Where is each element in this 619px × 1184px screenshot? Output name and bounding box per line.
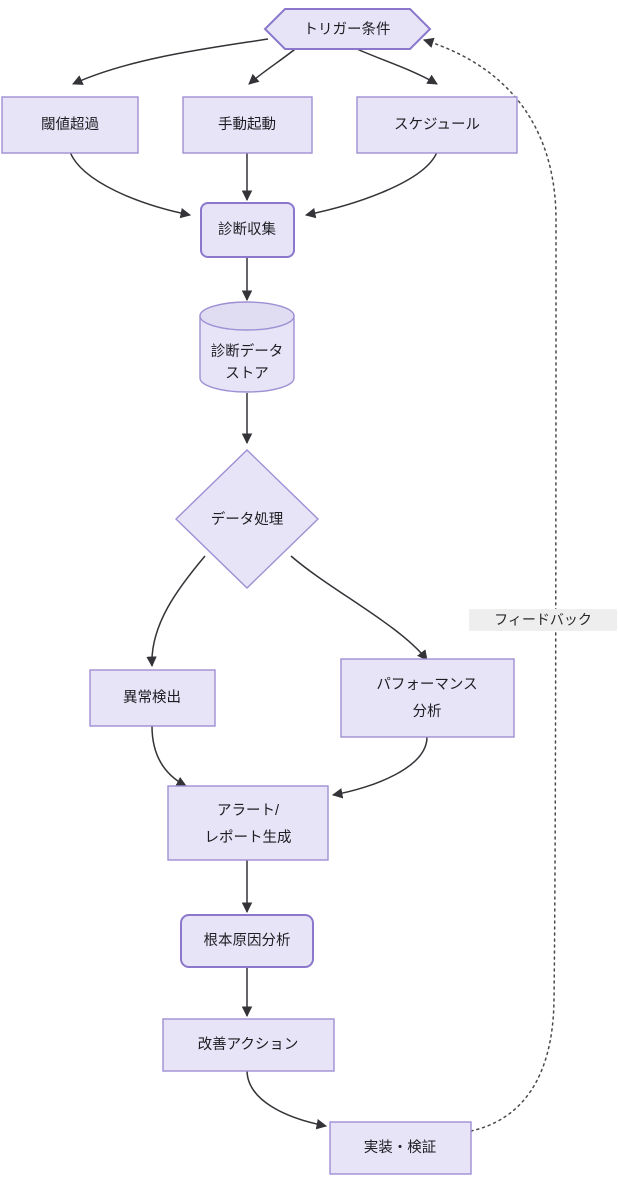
edge-action-verify	[246, 1069, 328, 1130]
node-collect-label: 診断収集	[218, 221, 276, 238]
node-store-top	[199, 301, 295, 331]
node-schedule-shape	[356, 96, 518, 154]
node-threshold[interactable]: 閾値超過	[1, 96, 139, 154]
edge-process-performance	[290, 555, 428, 661]
node-alert-shape	[167, 785, 329, 861]
node-performance[interactable]: パフォーマンス 分析	[340, 658, 515, 738]
edge-process-anomaly	[146, 555, 206, 668]
node-manual[interactable]: 手動起動	[182, 96, 313, 154]
node-anomaly-label: 異常検出	[123, 689, 181, 706]
edge-label-feedback-bg	[469, 609, 617, 631]
edge-trigger-schedule	[347, 44, 438, 85]
node-performance-label-line1: パフォーマンス	[376, 676, 477, 693]
node-trigger[interactable]: トリガー条件	[263, 8, 432, 50]
node-verify[interactable]: 実装・検証	[329, 1121, 472, 1175]
node-trigger-shape	[263, 8, 432, 50]
node-store-label-line2: ストア	[225, 366, 269, 382]
node-store[interactable]: 診断データ ストア	[199, 301, 295, 393]
node-process-label: データ処理	[211, 510, 284, 528]
node-performance-label-line2: 分析	[413, 703, 442, 720]
node-alert-label-line1: アラート/	[217, 803, 280, 819]
edge-verify-trigger-feedback	[422, 37, 557, 1132]
node-threshold-shape	[1, 96, 139, 154]
edge-anomaly-alert	[151, 725, 187, 787]
node-store-label-line1: 診断データ	[211, 342, 284, 360]
node-action-label: 改善アクション	[198, 1036, 299, 1053]
node-anomaly[interactable]: 異常検出	[89, 669, 216, 727]
node-process[interactable]: データ処理	[174, 449, 320, 589]
edge-layer: フィードバック	[69, 37, 617, 1132]
edge-threshold-collect	[69, 151, 192, 219]
node-rootcause-shape	[180, 914, 314, 968]
edge-label-feedback: フィードバック	[469, 609, 617, 631]
node-manual-label: 手動起動	[218, 116, 276, 133]
node-performance-shape	[340, 658, 515, 738]
node-manual-shape	[182, 96, 313, 154]
node-action[interactable]: 改善アクション	[162, 1018, 335, 1072]
node-action-shape	[162, 1018, 335, 1072]
node-collect-shape	[200, 202, 295, 258]
edge-schedule-collect	[304, 151, 438, 219]
node-alert-label-line2: レポート生成	[205, 829, 292, 846]
edge-performance-alert	[331, 736, 428, 799]
edge-trigger-manual	[248, 44, 301, 85]
node-alert[interactable]: アラート/ レポート生成	[167, 785, 329, 861]
node-anomaly-shape	[89, 669, 216, 727]
node-store-body	[199, 315, 295, 393]
node-collect[interactable]: 診断収集	[200, 202, 295, 258]
node-verify-label: 実装・検証	[364, 1139, 437, 1156]
node-schedule[interactable]: スケジュール	[356, 96, 518, 154]
node-schedule-label: スケジュール	[394, 116, 480, 133]
edge-trigger-threshold	[72, 38, 269, 85]
node-layer: トリガー条件 閾値超過 手動起動 スケジュール 診断収集	[1, 8, 518, 1175]
node-verify-shape	[329, 1121, 472, 1175]
node-process-shape	[174, 449, 320, 589]
node-rootcause-label: 根本原因分析	[204, 932, 291, 949]
edge-label-feedback-text: フィードバック	[494, 612, 592, 628]
node-threshold-label: 閾値超過	[41, 116, 99, 133]
node-rootcause[interactable]: 根本原因分析	[180, 914, 314, 968]
node-trigger-label: トリガー条件	[304, 21, 391, 38]
